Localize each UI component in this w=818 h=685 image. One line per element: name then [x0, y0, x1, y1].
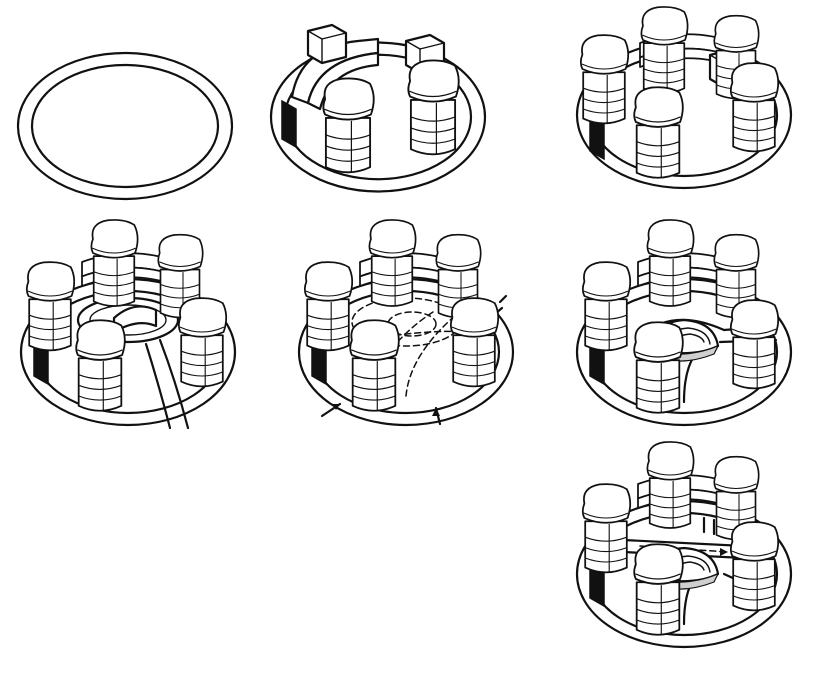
step-7-bridges	[575, 441, 793, 649]
step-5-circulation	[297, 219, 515, 427]
radial-pavilion	[76, 296, 180, 344]
step-6-central-pavilion	[575, 219, 793, 427]
step-2-initial-massing	[269, 23, 487, 193]
ramp	[144, 338, 190, 430]
step-1-site-ring	[16, 51, 234, 201]
step-4-radial-pavilion	[19, 219, 237, 430]
step-3-five-towers	[575, 6, 793, 190]
